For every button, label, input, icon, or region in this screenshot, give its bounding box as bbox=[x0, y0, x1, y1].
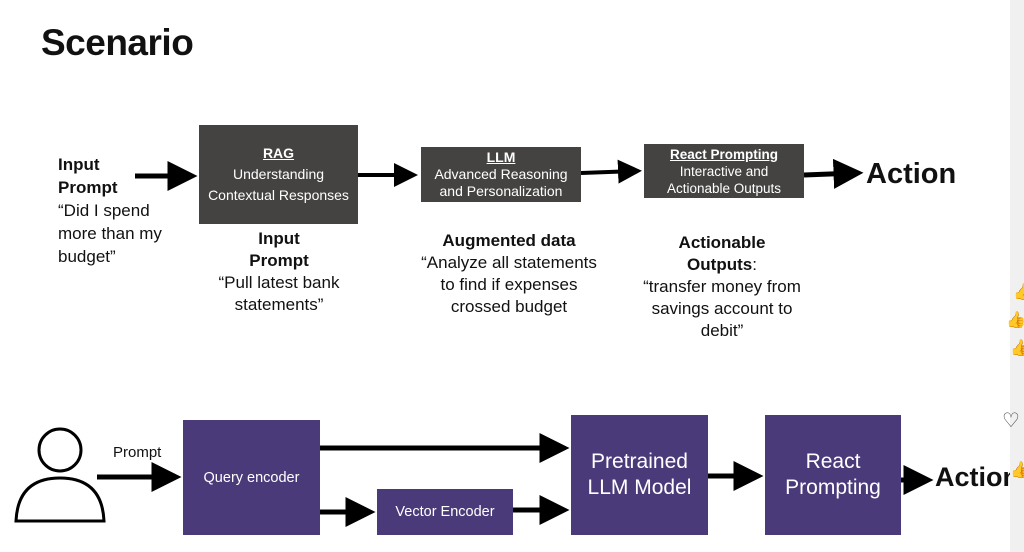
react-caption: Actionable Outputs: “transfer money from… bbox=[632, 232, 812, 342]
rag-heading: RAG bbox=[262, 145, 295, 161]
rag-caption: Input Prompt “Pull latest bank statement… bbox=[199, 228, 359, 316]
react-box: React Prompting Interactive and Actionab… bbox=[644, 144, 804, 198]
react-heading: React Prompting bbox=[669, 146, 778, 162]
thumbs-up-icon[interactable]: 👍 bbox=[1010, 462, 1024, 479]
thumbs-up-icon[interactable]: 👍 bbox=[1013, 284, 1024, 301]
llm-caption-text: “Analyze all statements to find if expen… bbox=[421, 253, 597, 316]
rag-text: Understanding Contextual Responses bbox=[208, 166, 349, 203]
thumbs-up-icon[interactable]: 👍 bbox=[1006, 312, 1024, 329]
side-panel-strip bbox=[1010, 0, 1024, 552]
react-text: Interactive and Actionable Outputs bbox=[666, 163, 782, 196]
input-prompt-quote: “Did I spend more than my budget” bbox=[58, 201, 162, 266]
user-icon bbox=[14, 427, 106, 523]
top-action-label: Action bbox=[866, 158, 957, 190]
llm-caption: Augmented data “Analyze all statements t… bbox=[414, 230, 604, 318]
react-caption-text: “transfer money from savings account to … bbox=[643, 277, 801, 340]
bottom-action-label: Action bbox=[935, 462, 1010, 492]
rag-caption-text: “Pull latest bank statements” bbox=[218, 273, 340, 314]
thumbs-up-icon[interactable]: 👍 bbox=[1010, 340, 1024, 357]
rag-box: RAG Understanding Contextual Responses bbox=[199, 125, 358, 224]
vector-encoder-box: Vector Encoder bbox=[377, 489, 513, 535]
pretrained-llm-box: Pretrained LLM Model bbox=[571, 415, 708, 535]
prompt-label: Prompt bbox=[113, 444, 162, 461]
llm-box: LLM Advanced Reasoning and Personalizati… bbox=[421, 147, 581, 202]
react-prompting-box: React Prompting bbox=[765, 415, 901, 535]
rag-caption-title: Input Prompt bbox=[249, 229, 309, 270]
page-title: Scenario bbox=[41, 22, 194, 63]
query-encoder-box: Query encoder bbox=[183, 420, 320, 535]
input-prompt-label: Input Prompt bbox=[58, 155, 118, 197]
llm-heading: LLM bbox=[486, 149, 516, 165]
llm-text: Advanced Reasoning and Personalization bbox=[434, 166, 568, 199]
bottom-action-clip: Action bbox=[935, 462, 1010, 493]
arrow-react-to-action bbox=[803, 158, 864, 189]
react-caption-title: Actionable Outputs: bbox=[678, 233, 766, 274]
arrow-llm-to-react bbox=[580, 159, 642, 184]
llm-caption-title: Augmented data bbox=[442, 231, 576, 250]
input-prompt-block: Input Prompt “Did I spend more than my b… bbox=[58, 153, 188, 268]
heart-icon[interactable]: ♡ bbox=[1002, 410, 1020, 432]
